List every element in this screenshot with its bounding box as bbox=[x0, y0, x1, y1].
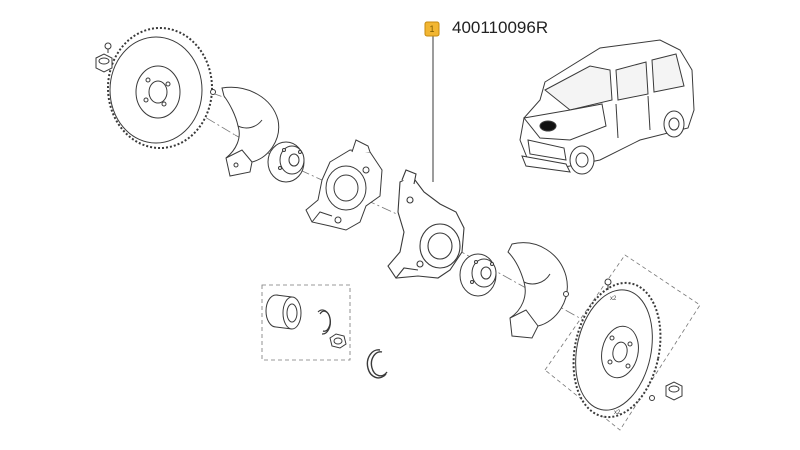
disc-screw-small bbox=[649, 395, 655, 401]
steering-knuckle-upper bbox=[305, 139, 383, 231]
shield-bolt-lower bbox=[563, 291, 569, 297]
snap-ring-small bbox=[317, 309, 332, 335]
snap-ring-large bbox=[366, 349, 388, 379]
wheel-nut-upper bbox=[95, 53, 113, 73]
front-brake-disc-right bbox=[572, 281, 662, 419]
wheel-hub-upper bbox=[267, 141, 305, 183]
brake-disc-kit-box bbox=[544, 254, 701, 431]
upper-fastener-multiplier: x2 bbox=[610, 296, 617, 302]
callout-marker[interactable]: 1 bbox=[424, 21, 440, 37]
wheel-nut-lower bbox=[665, 381, 683, 401]
lower-fastener-multiplier: x2 bbox=[614, 410, 621, 416]
bearing-kit-box bbox=[261, 284, 351, 361]
shield-bolt-upper bbox=[210, 89, 216, 95]
rear-brake-disc-left bbox=[107, 27, 213, 149]
vehicle-illustration bbox=[519, 39, 695, 175]
steering-knuckle-lower[interactable] bbox=[387, 169, 465, 279]
wheel-hub-lower bbox=[459, 253, 497, 297]
hub-nut bbox=[329, 333, 347, 349]
wheel-bearing bbox=[265, 294, 302, 330]
dust-shield-upper bbox=[221, 86, 280, 177]
disc-screw-upper bbox=[104, 42, 112, 53]
disc-screw-lower bbox=[604, 278, 612, 290]
dust-shield-lower bbox=[507, 242, 568, 339]
callout-marker-number: 1 bbox=[429, 24, 434, 34]
part-number-label[interactable]: 400110096R bbox=[452, 18, 548, 37]
